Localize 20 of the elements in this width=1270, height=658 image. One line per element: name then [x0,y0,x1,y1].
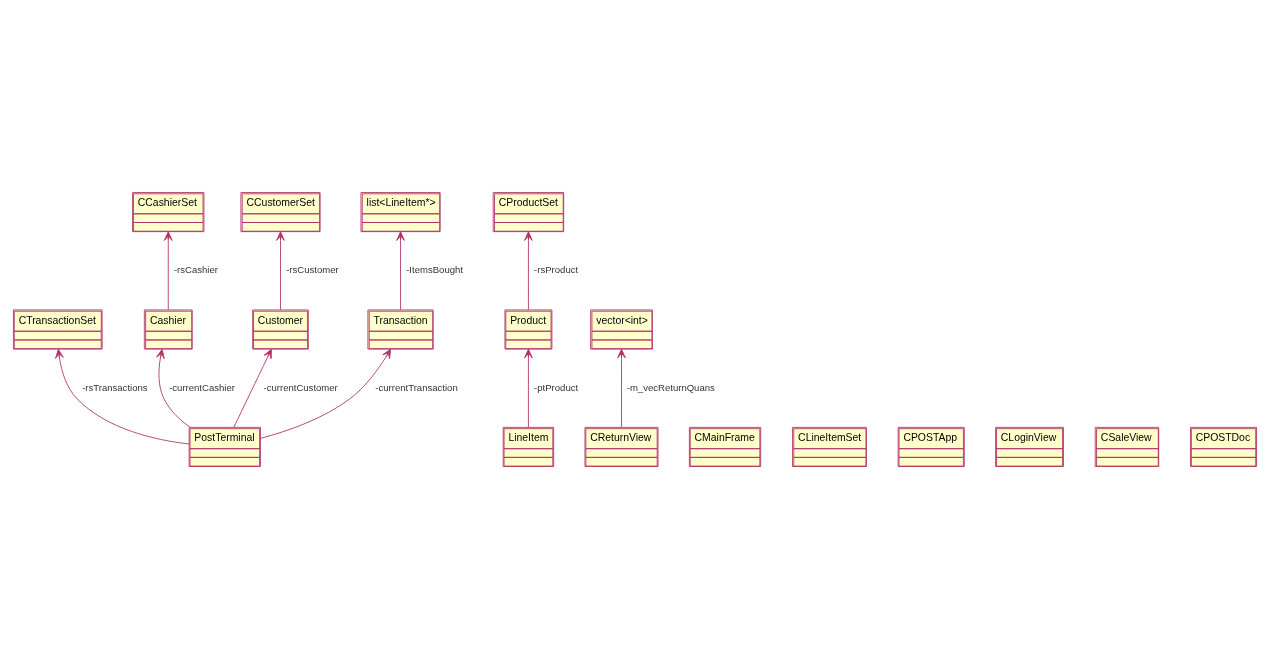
arrow [524,230,533,310]
arrow [276,230,285,310]
edge-label: -rsProduct [534,263,579,275]
arrow [260,348,392,439]
edge-label: -rsCustomer [286,263,339,275]
edge-label: -currentTransaction [375,381,458,393]
arrow [156,348,191,428]
edge-label: -currentCustomer [263,381,338,393]
arrow [396,230,405,310]
edge-label: -rsCashier [173,263,218,275]
arrow [524,348,533,428]
edge-label: -ItemsBought [406,263,463,275]
arrow [55,348,190,444]
arrow [617,348,626,428]
arrow [233,348,272,428]
arrow [163,230,173,310]
edge-label: -currentCashier [169,381,235,393]
edge-label: -m_vecReturnQuans [626,381,715,393]
edge-label: -ptProduct [534,381,579,393]
edge-label: -rsTransactions [82,381,148,393]
